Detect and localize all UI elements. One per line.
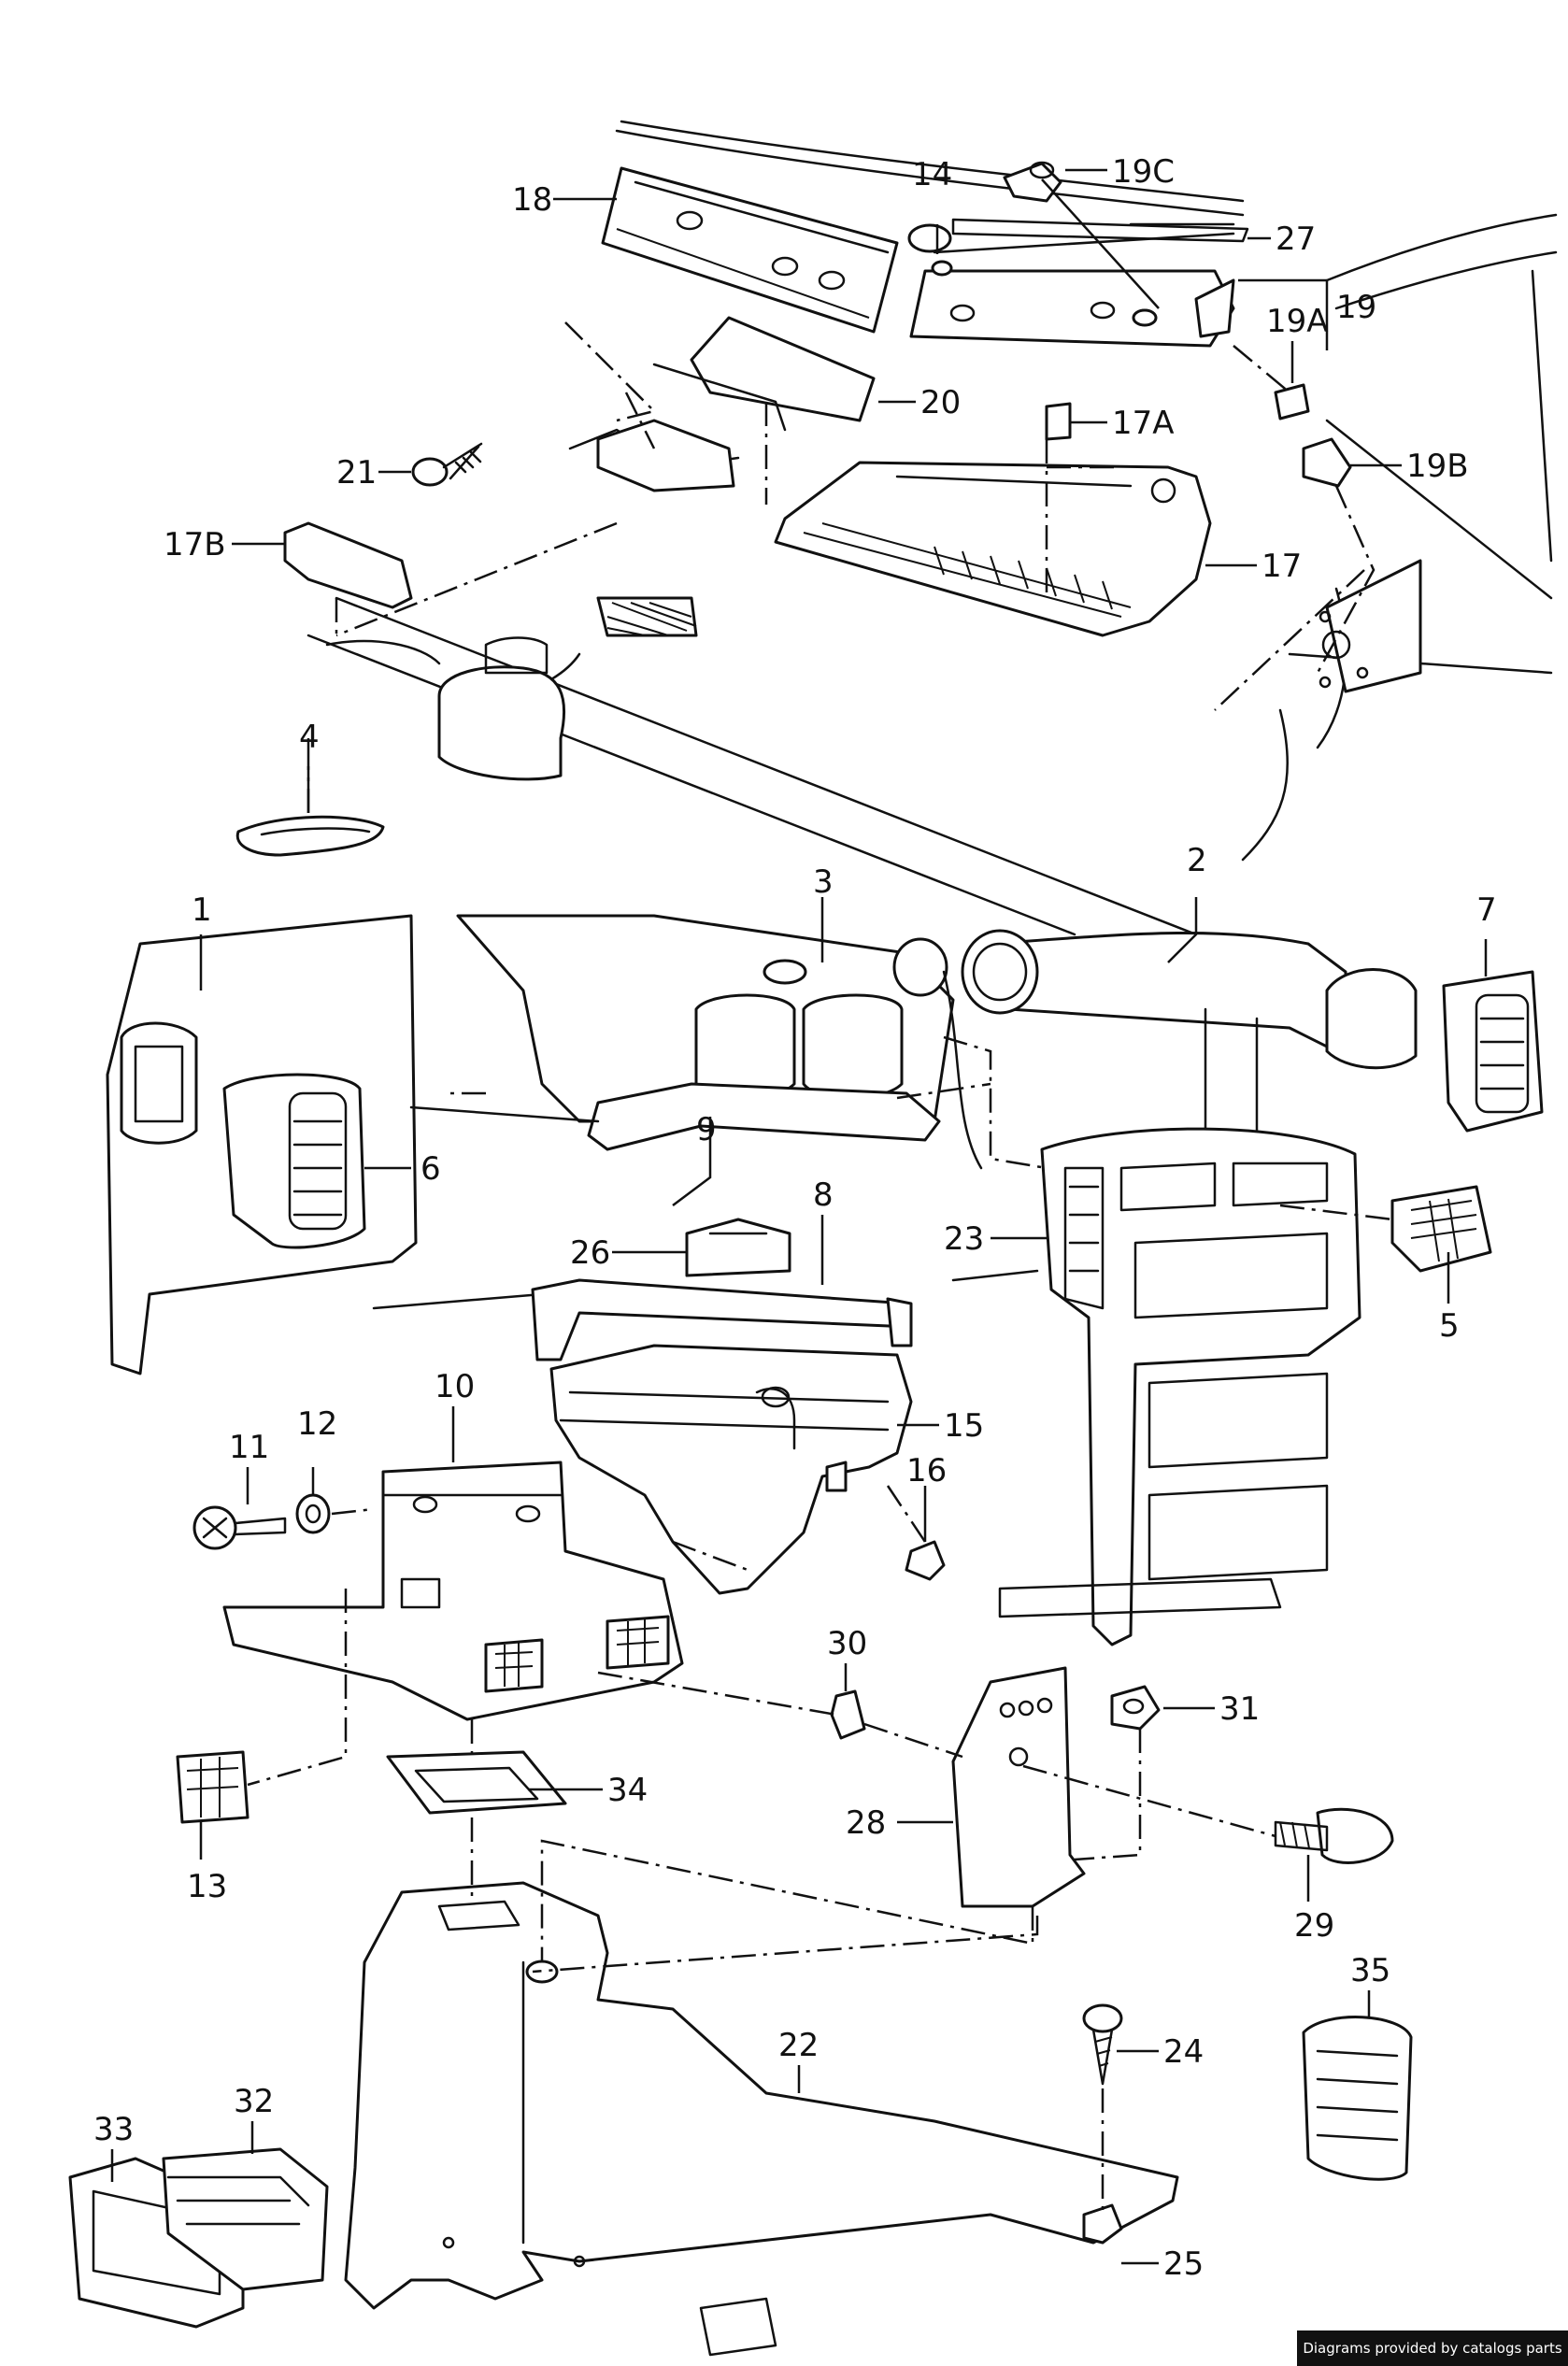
duct-3: [456, 914, 955, 1123]
vent-35: [1302, 2016, 1413, 2181]
vent-6: [222, 1073, 366, 1249]
callout-18: 18: [512, 181, 552, 219]
callout-30: 30: [827, 1625, 867, 1662]
callout-6: 6: [421, 1150, 441, 1188]
callout-20: 20: [920, 384, 961, 421]
cover-17b: [283, 521, 413, 609]
callout-32: 32: [234, 2083, 274, 2120]
callout-8: 8: [813, 1176, 834, 1214]
vent-7: [1442, 970, 1544, 1133]
center-panel-23: [998, 1127, 1361, 1646]
seal-strip-27: [951, 218, 1249, 243]
callout-5: 5: [1439, 1307, 1460, 1345]
button-14: [907, 223, 953, 277]
screw-29: [1274, 1807, 1394, 1864]
callout-23: 23: [944, 1220, 984, 1258]
callout-9: 9: [696, 1111, 717, 1148]
callout-19b: 19B: [1406, 448, 1469, 485]
water-deflector-17: [774, 461, 1212, 637]
callout-21: 21: [336, 454, 377, 492]
duct-2: [961, 929, 1418, 1070]
screw-21: [411, 442, 483, 487]
clip-17a: [1045, 402, 1072, 441]
nut-16: [905, 1540, 946, 1581]
plenum-cover-18: [601, 166, 899, 334]
callout-24: 24: [1163, 2033, 1204, 2071]
frame-8: [531, 1278, 913, 1361]
gasket-34: [386, 1750, 567, 1815]
callout-29: 29: [1294, 1907, 1334, 1945]
callout-13: 13: [187, 1868, 227, 1905]
callout-33: 33: [93, 2111, 134, 2148]
callout-10: 10: [435, 1368, 475, 1405]
callout-34: 34: [607, 1772, 648, 1809]
callout-7: 7: [1476, 891, 1497, 929]
vent-13: [176, 1750, 249, 1824]
callout-14: 14: [912, 156, 952, 193]
callout-27: 27: [1276, 221, 1316, 258]
callout-17b: 17B: [164, 526, 226, 563]
seal-20: [568, 316, 876, 492]
cowl-grille: [596, 596, 698, 637]
callout-26: 26: [570, 1234, 610, 1272]
plenum-cover-19: [909, 222, 1235, 348]
callout-31: 31: [1219, 1690, 1260, 1728]
callout-19a: 19A: [1266, 303, 1329, 340]
callout-1: 1: [192, 891, 212, 929]
callout-11: 11: [229, 1429, 269, 1466]
callout-labels: 18 14 19C 27 19 19A 19B 20 17A 17 17B 21…: [93, 153, 1497, 2283]
nut-31: [1110, 1685, 1161, 1731]
callout-12: 12: [297, 1405, 337, 1443]
callout-19c: 19C: [1112, 153, 1175, 191]
callout-19: 19: [1336, 289, 1376, 326]
nut-25: [1082, 2203, 1123, 2245]
clip-19a: [1274, 383, 1310, 420]
callout-28: 28: [846, 1804, 886, 1842]
heater-box-15: [549, 1344, 913, 1595]
callout-17a: 17A: [1112, 405, 1175, 442]
callout-35: 35: [1350, 1952, 1390, 1989]
seal-9: [587, 1082, 941, 1151]
leader-lines: [110, 168, 1488, 2265]
clip-19b: [1302, 437, 1352, 488]
callout-15: 15: [944, 1407, 984, 1445]
vehicle-body-outline: [306, 120, 1558, 936]
callout-3: 3: [813, 863, 834, 901]
callout-4: 4: [299, 719, 320, 756]
seal-4: [235, 815, 385, 857]
floor-duct-10: [222, 1461, 684, 1721]
washer-12: [295, 1493, 331, 1534]
callout-22: 22: [778, 2027, 819, 2064]
clip-30: [830, 1689, 866, 1740]
vent-5: [1390, 1185, 1492, 1273]
callout-25: 25: [1163, 2245, 1204, 2283]
seal-26: [685, 1218, 791, 1277]
callout-2: 2: [1187, 842, 1207, 879]
credit-footer: Diagrams provided by catalogs parts: [1297, 2330, 1568, 2366]
screw-24: [1082, 2003, 1123, 2086]
screw-11: [192, 1505, 287, 1550]
floor-duct-22: [344, 1881, 1179, 2357]
vent-32: [162, 2147, 329, 2291]
assembly-lines: [247, 321, 1393, 2210]
bracket-28: [951, 1666, 1086, 1908]
callout-17: 17: [1262, 548, 1302, 585]
callout-16: 16: [906, 1452, 947, 1489]
